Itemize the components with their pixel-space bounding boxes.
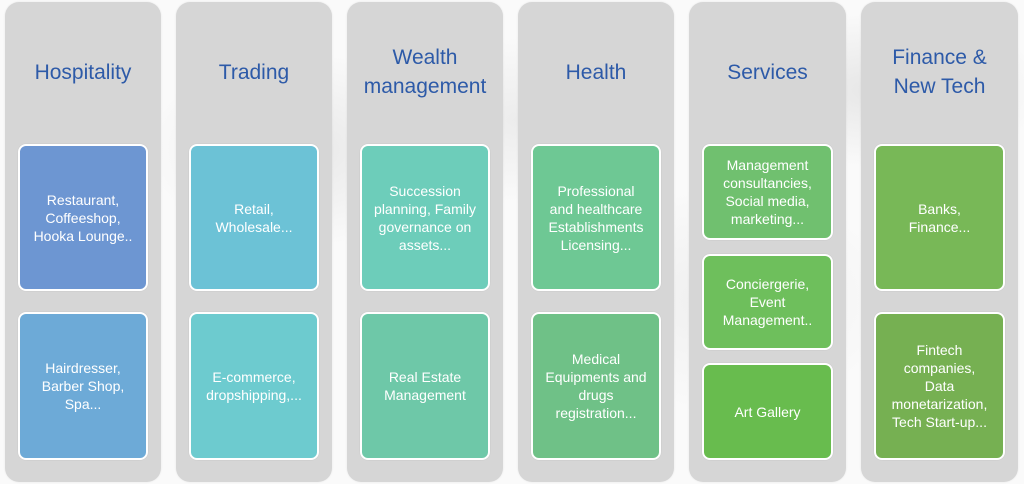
item-box: Retail, Wholesale... <box>189 144 319 291</box>
column-finance-new-tech: Finance & New Tech Banks, Finance... Fin… <box>861 2 1018 482</box>
item-box: Restaurant, Coffeeshop, Hooka Lounge.. <box>18 144 148 291</box>
item-box: Management consultancies, Social media, … <box>702 144 833 240</box>
column-title: Wealth management <box>363 46 487 98</box>
item-box: Medical Equipments and drugs registratio… <box>531 312 661 460</box>
column-title: Trading <box>218 60 290 84</box>
column-services: Services Management consultancies, Socia… <box>689 2 846 482</box>
column-health: Health Professional and healthcare Estab… <box>518 2 674 482</box>
column-title: Finance & New Tech <box>892 46 987 98</box>
item-box: E-commerce, dropshipping,... <box>189 312 319 460</box>
item-box: Real Estate Management <box>360 312 490 460</box>
column-hospitality: Hospitality Restaurant, Coffeeshop, Hook… <box>5 2 161 482</box>
item-box: Fintech companies, Data monetarization, … <box>874 312 1005 460</box>
item-box: Art Gallery <box>702 363 833 460</box>
item-box: Conciergerie, Event Management.. <box>702 254 833 350</box>
item-box: Professional and healthcare Establishmen… <box>531 144 661 291</box>
column-trading: Trading Retail, Wholesale... E-commerce,… <box>176 2 332 482</box>
column-title: Services <box>727 60 808 84</box>
column-wealth-management: Wealth management Succession planning, F… <box>347 2 503 482</box>
item-box: Banks, Finance... <box>874 144 1005 291</box>
item-box: Succession planning, Family governance o… <box>360 144 490 291</box>
column-title: Health <box>565 60 627 84</box>
item-box: Hairdresser, Barber Shop, Spa... <box>18 312 148 460</box>
column-title: Hospitality <box>34 60 132 84</box>
